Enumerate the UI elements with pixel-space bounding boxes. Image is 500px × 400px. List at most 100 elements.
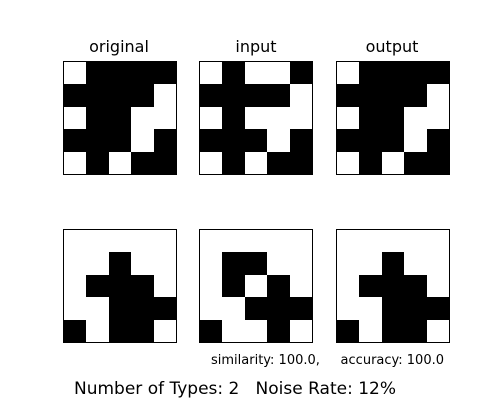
filled-cell xyxy=(200,84,223,107)
empty-cell xyxy=(267,230,290,253)
empty-cell xyxy=(244,274,268,298)
filled-cell xyxy=(108,319,132,342)
filled-cell xyxy=(404,319,427,342)
filled-cell xyxy=(426,129,449,152)
empty-cell xyxy=(131,106,154,130)
empty-cell xyxy=(426,252,449,275)
filled-cell xyxy=(244,129,268,152)
empty-cell xyxy=(86,230,109,253)
filled-cell xyxy=(86,129,109,152)
bottom-original-grid xyxy=(63,229,177,343)
empty-cell xyxy=(426,84,449,107)
filled-cell xyxy=(131,62,154,85)
filled-cell xyxy=(289,151,312,174)
filled-cell xyxy=(64,84,87,107)
empty-cell xyxy=(289,84,312,107)
top-original-grid xyxy=(63,61,177,175)
filled-cell xyxy=(244,252,268,275)
filled-cell xyxy=(381,274,405,298)
filled-cell xyxy=(426,151,449,174)
filled-cell xyxy=(267,84,290,107)
filled-cell xyxy=(86,274,109,298)
top-output-grid xyxy=(336,61,450,175)
empty-cell xyxy=(267,129,290,152)
empty-cell xyxy=(108,230,132,253)
empty-cell xyxy=(131,129,154,152)
empty-cell xyxy=(222,297,245,320)
empty-cell xyxy=(200,151,223,174)
empty-cell xyxy=(381,151,405,174)
empty-cell xyxy=(267,252,290,275)
filled-cell xyxy=(200,129,223,152)
filled-cell xyxy=(289,62,312,85)
empty-cell xyxy=(64,106,87,130)
filled-cell xyxy=(381,252,405,275)
filled-cell xyxy=(426,62,449,85)
filled-cell xyxy=(131,297,154,320)
empty-cell xyxy=(86,297,109,320)
empty-cell xyxy=(337,106,360,130)
empty-cell xyxy=(153,84,176,107)
filled-cell xyxy=(86,62,109,85)
filled-cell xyxy=(381,129,405,152)
empty-cell xyxy=(200,62,223,85)
empty-cell xyxy=(200,106,223,130)
empty-cell xyxy=(86,252,109,275)
bottom-input-grid xyxy=(199,229,313,343)
empty-cell xyxy=(267,106,290,130)
filled-cell xyxy=(108,252,132,275)
filled-cell xyxy=(108,84,132,107)
empty-cell xyxy=(426,319,449,342)
empty-cell xyxy=(267,62,290,85)
filled-cell xyxy=(222,151,245,174)
empty-cell xyxy=(86,319,109,342)
filled-cell xyxy=(404,62,427,85)
filled-cell xyxy=(337,84,360,107)
filled-cell xyxy=(289,129,312,152)
empty-cell xyxy=(426,274,449,298)
empty-cell xyxy=(200,252,223,275)
filled-cell xyxy=(359,62,382,85)
empty-cell xyxy=(289,274,312,298)
empty-cell xyxy=(200,274,223,298)
title-output: output xyxy=(365,37,419,56)
filled-cell xyxy=(267,297,290,320)
filled-cell xyxy=(108,274,132,298)
filled-cell xyxy=(359,151,382,174)
filled-cell xyxy=(267,151,290,174)
empty-cell xyxy=(337,151,360,174)
filled-cell xyxy=(289,297,312,320)
filled-cell xyxy=(222,106,245,130)
empty-cell xyxy=(359,319,382,342)
filled-cell xyxy=(131,319,154,342)
filled-cell xyxy=(222,84,245,107)
empty-cell xyxy=(289,230,312,253)
empty-cell xyxy=(426,106,449,130)
empty-cell xyxy=(381,230,405,253)
empty-cell xyxy=(289,319,312,342)
filled-cell xyxy=(153,297,176,320)
empty-cell xyxy=(404,106,427,130)
filled-cell xyxy=(86,84,109,107)
filled-cell xyxy=(359,106,382,130)
empty-cell xyxy=(289,106,312,130)
filled-cell xyxy=(244,84,268,107)
empty-cell xyxy=(131,252,154,275)
filled-cell xyxy=(381,106,405,130)
filled-cell xyxy=(426,297,449,320)
filled-cell xyxy=(381,84,405,107)
filled-cell xyxy=(404,151,427,174)
filled-cell xyxy=(108,129,132,152)
empty-cell xyxy=(289,252,312,275)
filled-cell xyxy=(222,62,245,85)
empty-cell xyxy=(64,62,87,85)
empty-cell xyxy=(337,297,360,320)
footer-text: Number of Types: 2 Noise Rate: 12% xyxy=(74,379,397,399)
bottom-output-grid xyxy=(336,229,450,343)
filled-cell xyxy=(86,151,109,174)
filled-cell xyxy=(108,297,132,320)
empty-cell xyxy=(153,230,176,253)
filled-cell xyxy=(337,319,360,342)
filled-cell xyxy=(337,129,360,152)
empty-cell xyxy=(244,230,268,253)
